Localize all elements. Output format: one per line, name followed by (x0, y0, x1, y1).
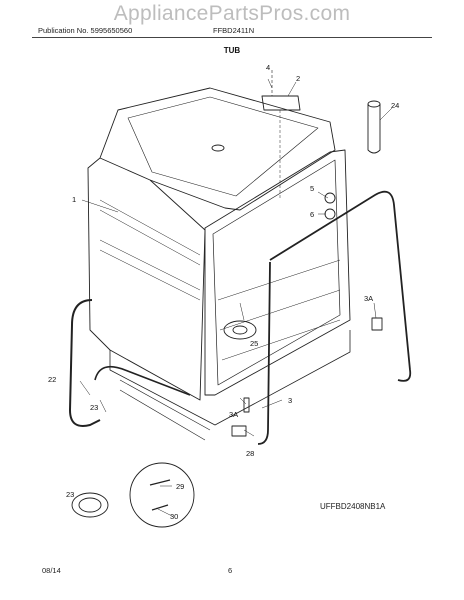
callout-23-hose: 23 (90, 403, 98, 412)
tub-top (99, 87, 336, 211)
callout-30: 30 (170, 512, 178, 521)
fill-tube (367, 104, 381, 154)
tub-base (109, 330, 351, 426)
callout-3a-right: 3A (364, 294, 373, 303)
header-rule (32, 37, 432, 38)
callout-4: 4 (266, 63, 270, 72)
callout-1: 1 (72, 195, 76, 204)
callout-2: 2 (296, 74, 300, 83)
callout-labels: 1 2 3 3A 3A 4 5 6 22 23 23 24 25 28 29 3… (48, 63, 399, 521)
watermark: AppliancePartsPros.com (113, 2, 351, 25)
callout-29: 29 (176, 482, 184, 491)
tub-floor (217, 259, 341, 361)
model-number: FFBD2411N (213, 26, 255, 35)
bracket (261, 95, 301, 111)
callout-3a-lower: 3A (229, 410, 238, 419)
callout-25: 25 (250, 339, 258, 348)
drain-hose (69, 299, 101, 427)
callout-22: 22 (48, 375, 56, 384)
hose-clamp (71, 492, 109, 518)
clip-right (371, 317, 383, 331)
diagram-title: TUB (223, 46, 241, 55)
callout-23-clamp: 23 (66, 490, 74, 499)
callout-5: 5 (310, 184, 314, 193)
callout-6: 6 (310, 210, 314, 219)
diagram-code: UFFBD2408NB1A (320, 502, 386, 511)
tub-front-frame (204, 149, 351, 396)
callout-28: 28 (246, 449, 254, 458)
detail-inset (129, 462, 195, 528)
vent-part (324, 192, 336, 204)
publication-number: Publication No. 5995650560 (38, 26, 133, 35)
door-gasket (269, 190, 412, 382)
footer-page: 6 (228, 566, 233, 575)
sump (223, 320, 257, 340)
callout-3: 3 (288, 396, 292, 405)
callout-24: 24 (391, 101, 399, 110)
top-vent-hole (211, 144, 225, 152)
clip-lower (243, 397, 250, 413)
footer-date: 08/14 (42, 566, 61, 575)
sensor-bracket (231, 425, 247, 437)
seal-part (324, 208, 336, 220)
